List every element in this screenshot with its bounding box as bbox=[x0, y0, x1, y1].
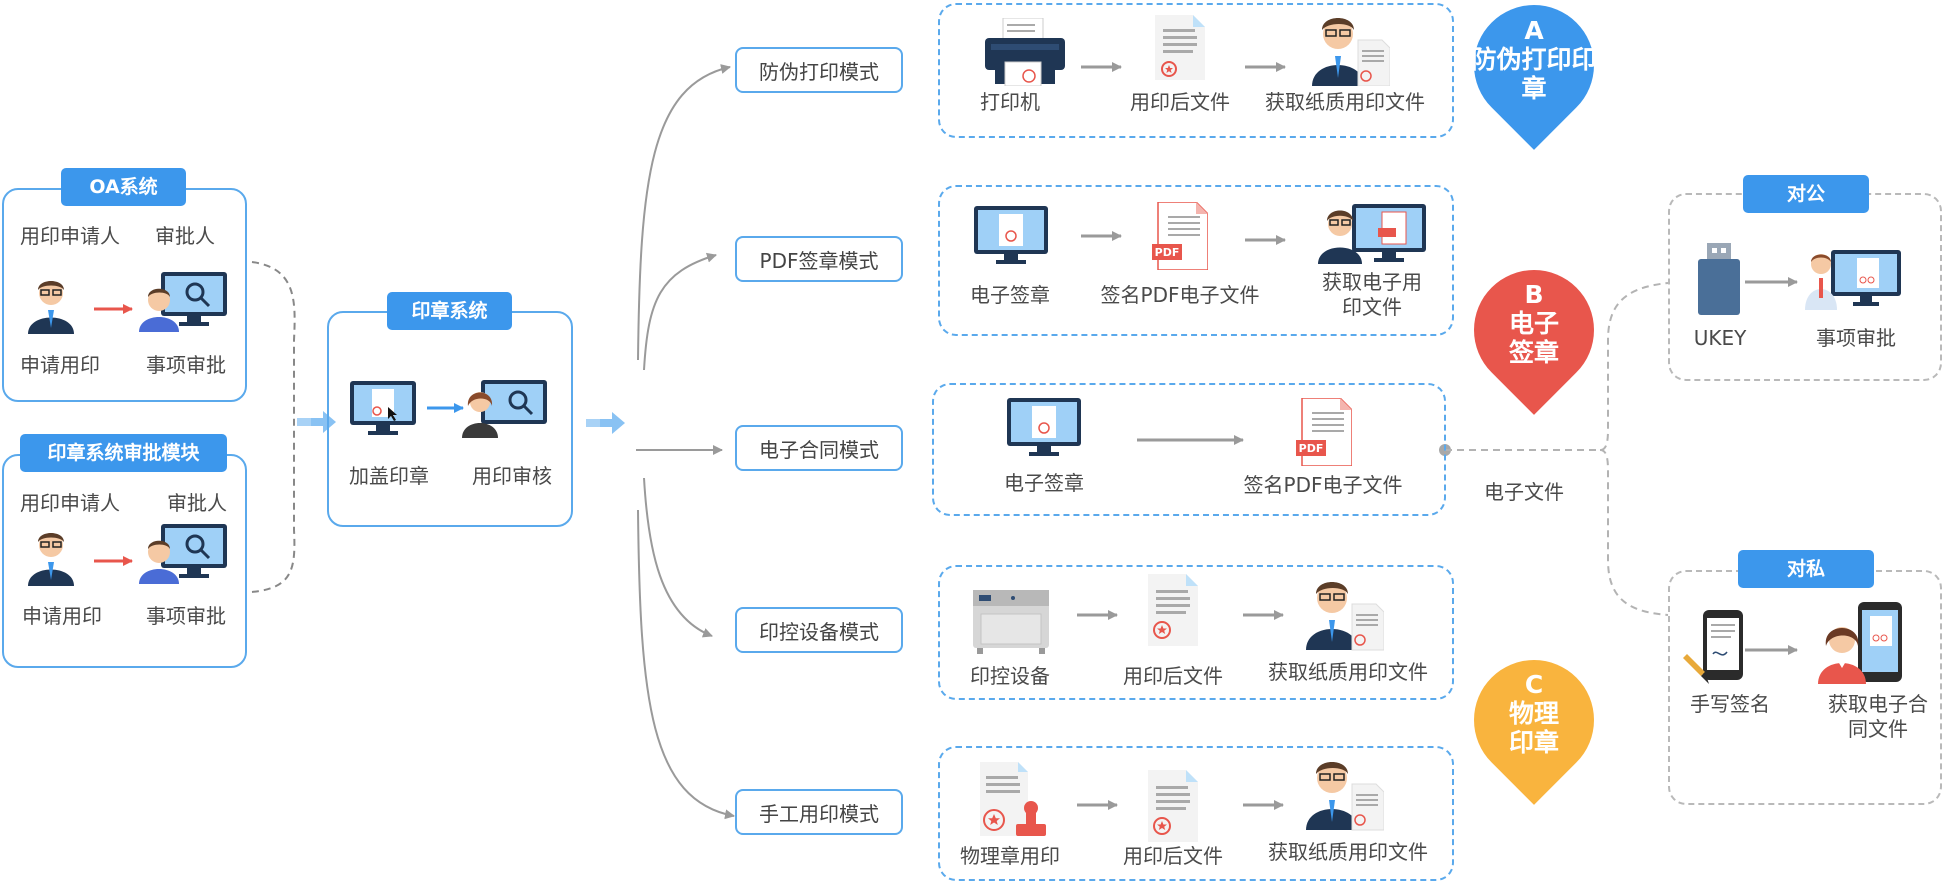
pdf-step3-label: 获取电子用印文件 bbox=[1322, 270, 1422, 319]
person-with-document-icon bbox=[1306, 582, 1384, 651]
oa-apply-label: 申请用印 bbox=[20, 353, 100, 377]
e-signature-monitor-icon bbox=[1007, 398, 1081, 456]
contract-flow-panel bbox=[932, 383, 1446, 516]
stamped-document-icon bbox=[1155, 15, 1205, 80]
mode-electronic-contract[interactable]: 电子合同模式 bbox=[735, 425, 903, 471]
stamped-document-icon bbox=[1148, 770, 1198, 842]
anti-fake-flow-panel bbox=[938, 3, 1454, 138]
connector-electronic-file-down bbox=[1599, 449, 1669, 616]
oa-system-tag: OA系统 bbox=[61, 168, 186, 206]
pdf-file-icon: PDF bbox=[1296, 398, 1352, 466]
pin-a-letter: A bbox=[1524, 16, 1544, 45]
pin-c-text: 物理印章 bbox=[1508, 699, 1559, 757]
mode-anti-fake-print[interactable]: 防伪打印模式 bbox=[735, 47, 903, 93]
fan-curve-5 bbox=[637, 509, 735, 820]
seal-device-icon bbox=[973, 590, 1049, 654]
ukey-icon bbox=[1698, 243, 1740, 315]
manual-step3-label: 获取纸质用印文件 bbox=[1268, 840, 1428, 864]
device-step3-label: 获取纸质用印文件 bbox=[1268, 660, 1428, 684]
review-label: 用印审核 bbox=[472, 464, 552, 488]
e-signature-monitor-icon bbox=[974, 206, 1048, 264]
device-step2-label: 用印后文件 bbox=[1123, 664, 1223, 688]
module-apply-label: 申请用印 bbox=[22, 604, 102, 628]
approver-monitor-icon bbox=[139, 272, 227, 332]
private-contract-label: 获取电子合同文件 bbox=[1828, 692, 1928, 741]
pdf-badge-text: PDF bbox=[1155, 246, 1180, 259]
oa-approver-label: 审批人 bbox=[155, 224, 215, 248]
pin-c-letter: C bbox=[1524, 670, 1544, 699]
oa-applicant-label: 用印申请人 bbox=[20, 224, 120, 248]
fan-curve-4 bbox=[643, 477, 713, 638]
handwrite-label: 手写签名 bbox=[1690, 692, 1770, 716]
anti-fake-step3-label: 获取纸质用印文件 bbox=[1265, 90, 1425, 114]
public-tag: 对公 bbox=[1743, 175, 1869, 213]
anti-fake-step2-label: 用印后文件 bbox=[1130, 90, 1230, 114]
stamped-document-icon bbox=[1148, 574, 1198, 646]
flow-arrow-middle bbox=[586, 412, 625, 434]
pin-b-text: 电子签章 bbox=[1508, 309, 1559, 367]
approver-monitor-icon bbox=[139, 524, 227, 584]
device-flow-panel bbox=[938, 565, 1454, 700]
person-with-pdf-monitor-icon bbox=[1318, 204, 1426, 264]
contract-step1-label: 电子签章 bbox=[1004, 471, 1084, 495]
pdf-step1-label: 电子签章 bbox=[970, 283, 1050, 307]
handwrite-phone-icon bbox=[1683, 610, 1743, 684]
fan-curve-1 bbox=[637, 64, 731, 361]
module-approver-label: 审批人 bbox=[167, 491, 227, 515]
manual-flow-panel bbox=[938, 746, 1454, 881]
oa-approve-label: 事项审批 bbox=[146, 353, 226, 377]
person-with-document-icon bbox=[1306, 762, 1384, 831]
applicant-person-icon bbox=[28, 281, 74, 334]
manual-step1-label: 物理章用印 bbox=[960, 844, 1060, 868]
stamp-monitor-icon bbox=[350, 381, 416, 435]
flow-arrow-left bbox=[297, 411, 336, 433]
seal-system-tag: 印章系统 bbox=[387, 292, 512, 330]
contract-step2-label: 签名PDF电子文件 bbox=[1243, 473, 1403, 497]
module-applicant-label: 用印申请人 bbox=[20, 491, 120, 515]
reviewer-monitor-icon bbox=[462, 380, 547, 438]
module-approve-label: 事项审批 bbox=[146, 604, 226, 628]
pin-a-text: 防伪打印印章 bbox=[1471, 45, 1597, 103]
printer-icon bbox=[985, 18, 1065, 86]
public-approval-label: 事项审批 bbox=[1816, 326, 1896, 350]
ukey-label: UKEY bbox=[1693, 326, 1747, 350]
person-with-document-icon bbox=[1312, 18, 1390, 86]
pdf-file-icon: PDF bbox=[1152, 202, 1208, 270]
manual-step2-label: 用印后文件 bbox=[1123, 844, 1223, 868]
anti-fake-step1-label: 打印机 bbox=[980, 90, 1040, 114]
person-phone-contract-icon bbox=[1818, 602, 1902, 684]
applicant-person-icon bbox=[28, 533, 74, 586]
mode-seal-device[interactable]: 印控设备模式 bbox=[735, 607, 903, 653]
pin-b-letter: B bbox=[1524, 280, 1544, 309]
seal-approval-module-tag: 印章系统审批模块 bbox=[20, 434, 227, 472]
electronic-file-label: 电子文件 bbox=[1484, 480, 1564, 504]
approval-monitor-icon bbox=[1805, 250, 1901, 310]
pdf-step2-label: 签名PDF电子文件 bbox=[1100, 283, 1260, 307]
mode-manual-seal[interactable]: 手工用印模式 bbox=[735, 789, 903, 835]
physical-seal-icon bbox=[980, 762, 1046, 836]
device-step1-label: 印控设备 bbox=[970, 664, 1050, 688]
pdf-flow-panel bbox=[938, 185, 1454, 336]
fan-curve-2 bbox=[643, 252, 717, 371]
private-tag: 对私 bbox=[1738, 550, 1874, 588]
merge-bracket bbox=[251, 261, 296, 593]
stamp-label: 加盖印章 bbox=[349, 464, 429, 488]
connector-electronic-file bbox=[1445, 282, 1669, 451]
pdf-badge-text: PDF bbox=[1299, 442, 1324, 455]
mode-pdf-signature[interactable]: PDF签章模式 bbox=[735, 236, 903, 282]
